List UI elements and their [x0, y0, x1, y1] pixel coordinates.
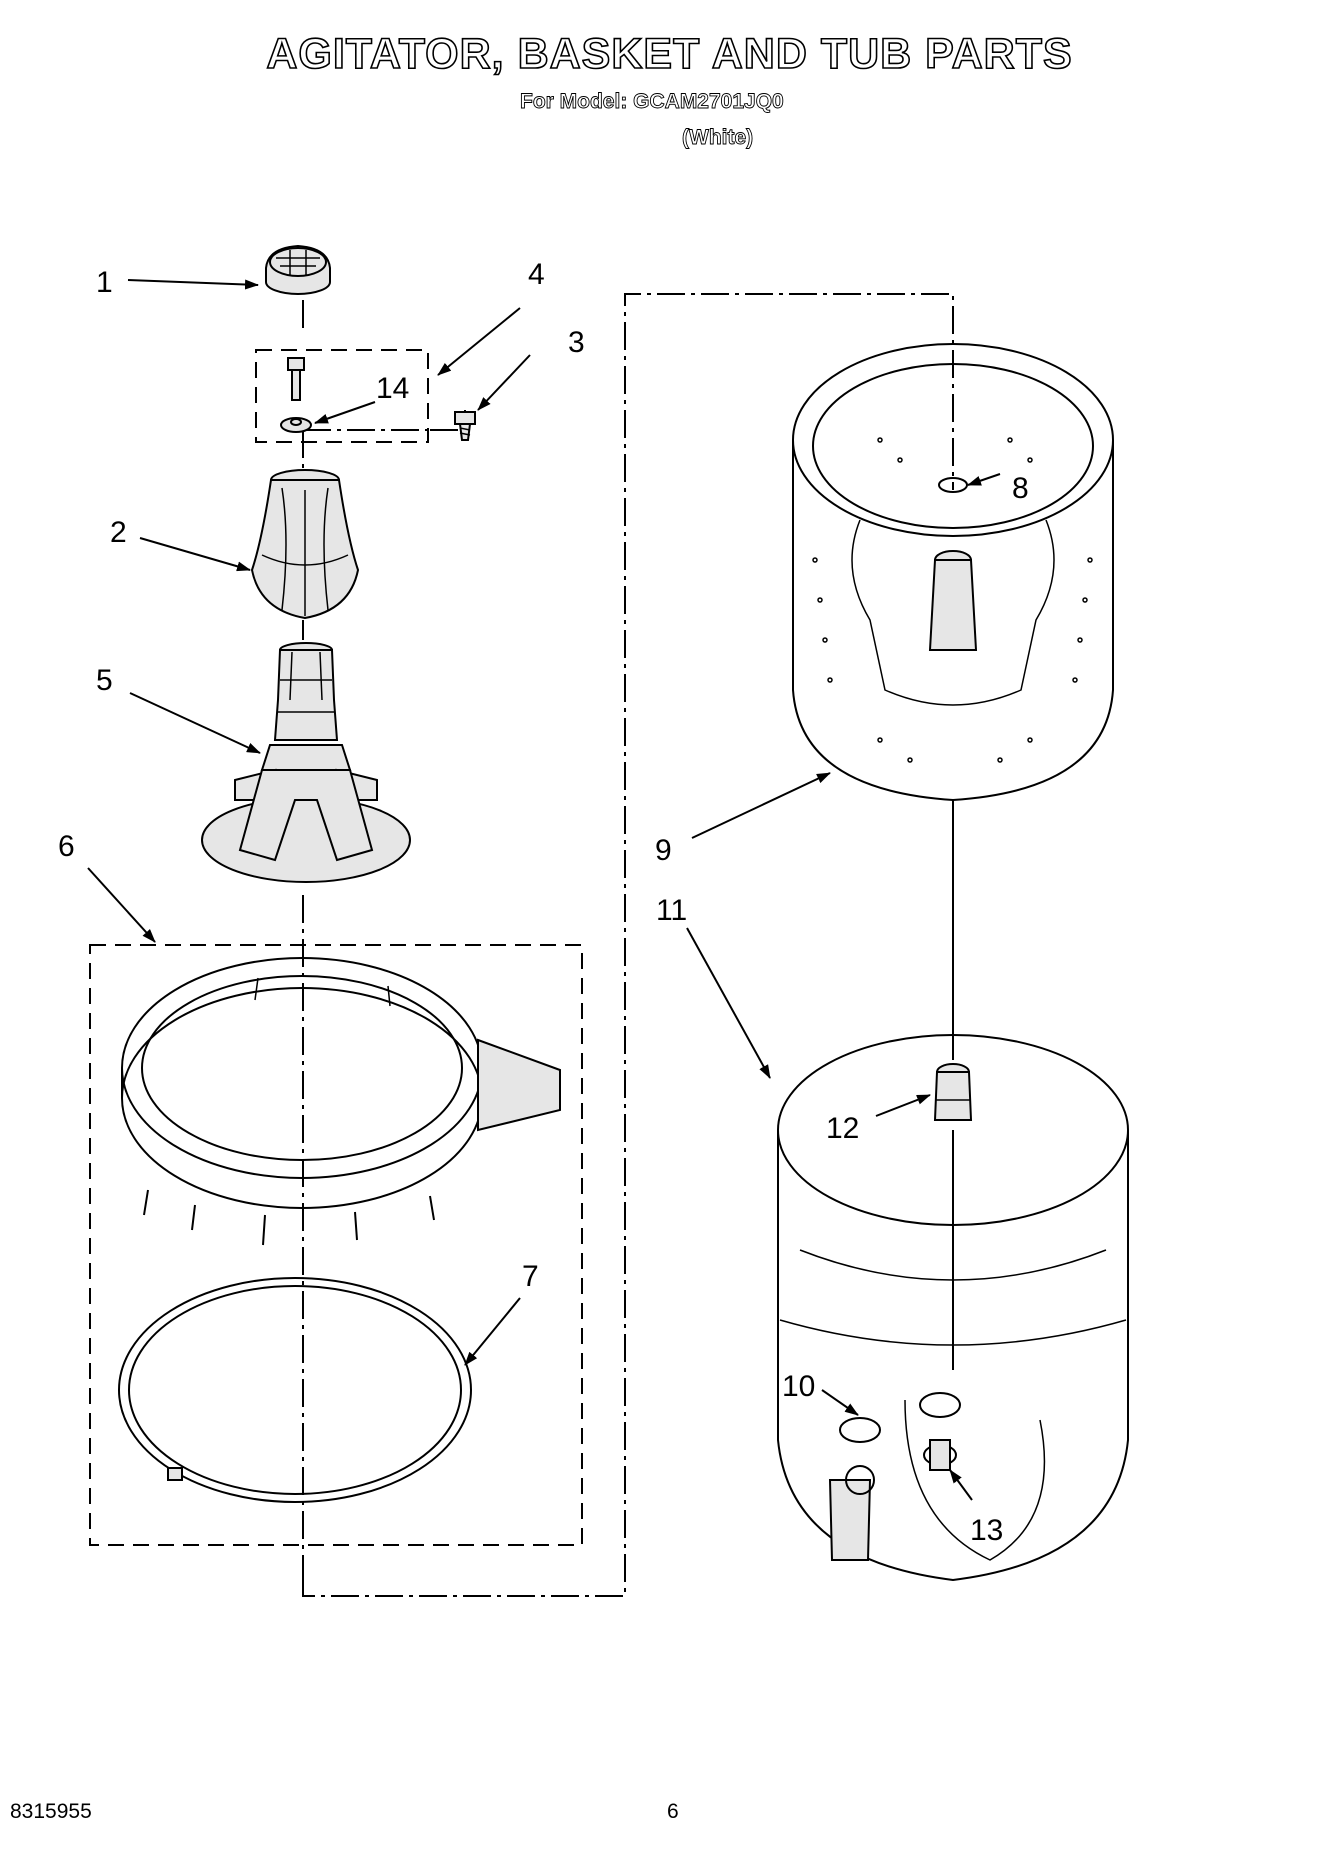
part-bolt-14	[280, 357, 312, 433]
callout-6: 6	[58, 830, 75, 863]
model-line: For Model: GCAM2701JQ0	[520, 90, 785, 114]
callout-7: 7	[522, 1260, 539, 1293]
part-basket	[792, 343, 1114, 802]
group-box-4	[255, 349, 429, 443]
part-clamp-ring	[118, 1277, 472, 1503]
callout-10: 10	[782, 1370, 815, 1403]
callout-13: 13	[970, 1514, 1003, 1547]
color-line: (White)	[682, 126, 754, 150]
part-screw	[454, 411, 476, 441]
page-title: AGITATOR, BASKET AND TUB PARTS	[266, 29, 1073, 79]
part-agitator-barrel	[250, 469, 360, 620]
callout-8: 8	[1012, 472, 1029, 505]
part-tub-ring	[121, 957, 561, 1246]
callout-1: 1	[96, 266, 113, 299]
leader-arrows	[87, 279, 1001, 1501]
part-agitator-base	[201, 642, 411, 883]
callout-4: 4	[528, 258, 545, 291]
callout-14: 14	[376, 372, 409, 405]
callout-2: 2	[110, 516, 127, 549]
group-box-6	[89, 944, 583, 1546]
basket-perforations	[812, 437, 1093, 763]
callout-12: 12	[826, 1112, 859, 1145]
part-tub	[777, 1034, 1129, 1582]
callout-5: 5	[96, 664, 113, 697]
callout-3: 3	[568, 326, 585, 359]
part-hub	[933, 1063, 973, 1121]
callout-11: 11	[656, 894, 687, 927]
page-number: 6	[667, 1800, 679, 1823]
part-agitator-cap	[265, 244, 331, 295]
document-number: 8315955	[10, 1800, 92, 1823]
callout-9: 9	[655, 834, 672, 867]
